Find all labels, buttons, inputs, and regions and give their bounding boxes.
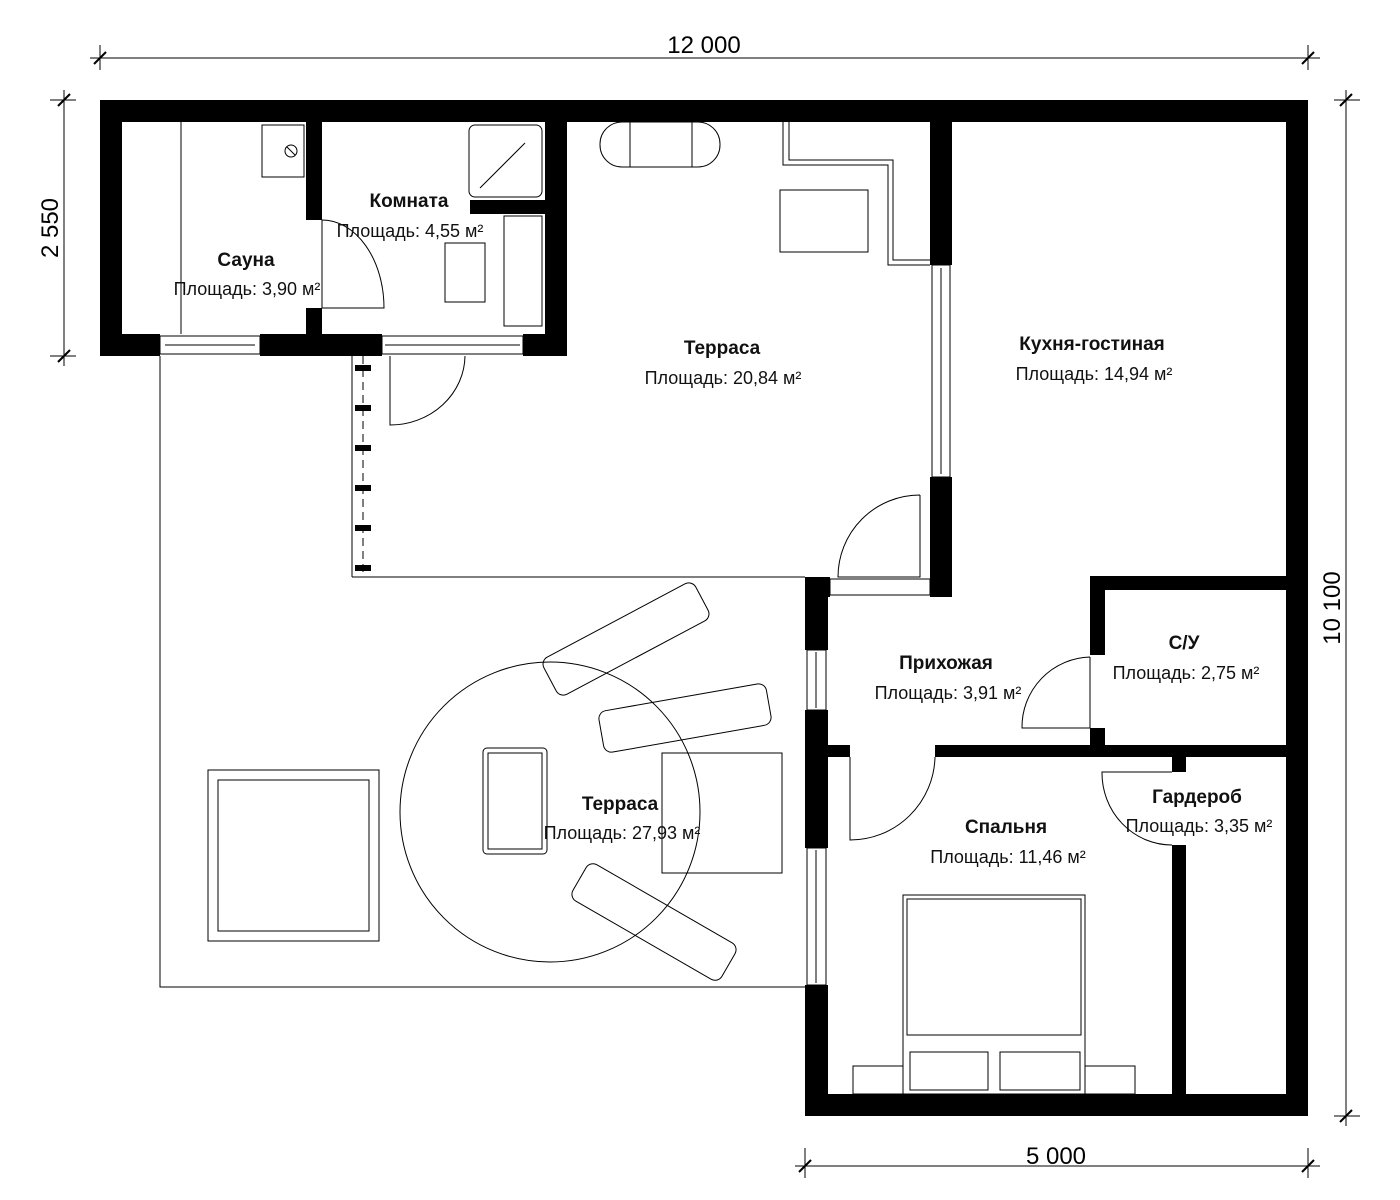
dimension-left: 2 550 <box>37 90 76 366</box>
windows <box>159 264 951 986</box>
room-area: Площадь: 2,75 м² <box>1113 663 1260 683</box>
doors <box>321 219 1173 846</box>
room-name: Кухня-гостиная <box>1019 334 1165 355</box>
room-label-terrace-upper: Терраса Площадь: 20,84 м² <box>645 338 802 388</box>
room-area: Площадь: 3,91 м² <box>875 683 1022 703</box>
dimension-left-label: 2 550 <box>37 198 64 258</box>
walls <box>100 100 1308 1116</box>
room-name: Терраса <box>582 794 659 815</box>
room-name: Гардероб <box>1152 787 1242 808</box>
furniture <box>207 121 1136 1095</box>
room-label-terrace-lower: Терраса Площадь: 27,93 м² <box>544 794 701 843</box>
room-name: Комната <box>370 191 449 212</box>
room-label-wardrobe: Гардероб Площадь: 3,35 м² <box>1126 787 1273 836</box>
room-area: Площадь: 4,55 м² <box>337 221 484 241</box>
room-label-bathroom: С/У Площадь: 2,75 м² <box>1113 633 1260 683</box>
dimension-bottom-label: 5 000 <box>1026 1143 1086 1170</box>
room-name: Спальня <box>965 817 1047 838</box>
room-label-komnata: Комната Площадь: 4,55 м² <box>337 191 484 241</box>
room-label-bedroom: Спальня Площадь: 11,46 м² <box>930 817 1085 867</box>
room-area: Площадь: 20,84 м² <box>645 368 802 388</box>
room-label-sauna: Сауна Площадь: 3,90 м² <box>174 250 321 299</box>
terrace-outlines <box>159 122 805 988</box>
room-area: Площадь: 27,93 м² <box>544 823 701 843</box>
dimension-right-label: 10 100 <box>1319 571 1346 644</box>
dimension-top: 12 000 <box>90 32 1320 70</box>
room-name: С/У <box>1169 633 1200 654</box>
dimension-right: 10 100 <box>1319 90 1360 1126</box>
room-area: Площадь: 11,46 м² <box>930 847 1085 867</box>
dimension-bottom: 5 000 <box>795 1143 1320 1178</box>
room-area: Площадь: 14,94 м² <box>1016 364 1173 384</box>
dimension-top-label: 12 000 <box>667 32 740 59</box>
room-label-hallway: Прихожая Площадь: 3,91 м² <box>875 653 1022 703</box>
room-label-kitchen-living: Кухня-гостиная Площадь: 14,94 м² <box>1016 334 1173 384</box>
room-area: Площадь: 3,90 м² <box>174 279 321 299</box>
room-name: Сауна <box>217 250 275 271</box>
room-name: Прихожая <box>899 653 993 674</box>
room-area: Площадь: 3,35 м² <box>1126 816 1273 836</box>
room-name: Терраса <box>684 338 761 359</box>
